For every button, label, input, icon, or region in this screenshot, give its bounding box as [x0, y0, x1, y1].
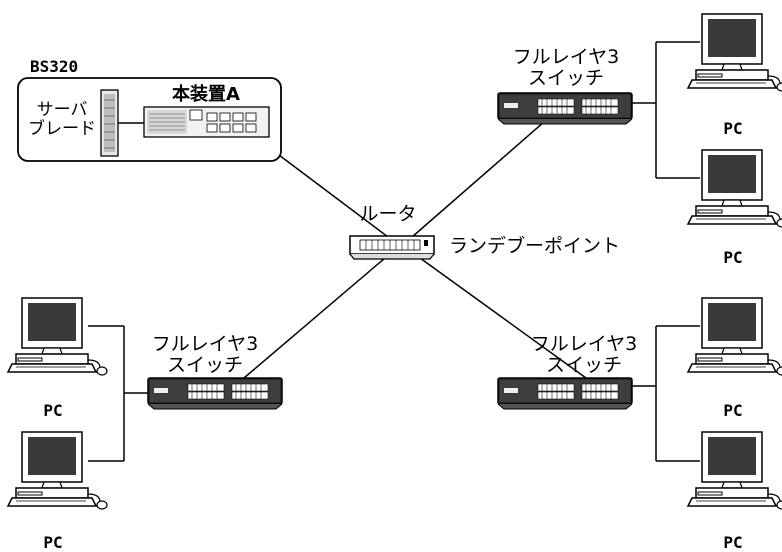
- pc-bottom-left-2-icon: [7, 431, 108, 510]
- router-label: ルータ: [359, 203, 417, 225]
- link-switch-tr-pcs: [632, 41, 700, 179]
- device-a-label: 本装置A: [172, 84, 240, 105]
- server-blade-icon: [100, 89, 119, 157]
- pc-bottom-left-1-icon: [7, 297, 108, 376]
- router-icon: [349, 235, 435, 260]
- pc-label: PC: [723, 533, 743, 552]
- network-device-icon: [143, 106, 270, 138]
- switch-bottom-right-label: フルレイヤ3 スイッチ: [530, 333, 638, 376]
- switch-bottom-left-label: フルレイヤ3 スイッチ: [151, 333, 259, 376]
- link-router-switch-topright: [411, 107, 561, 238]
- server-blade-label: サーバ ブレード: [28, 100, 96, 139]
- link-router-switch-bottomright: [419, 257, 587, 379]
- pc-bottom-right-1-icon: [687, 297, 782, 376]
- switch-bottom-right-icon: [497, 377, 633, 410]
- pc-label: PC: [43, 401, 63, 420]
- rendezvous-point-label: ランデブーポイント: [449, 235, 621, 257]
- pc-label: PC: [723, 248, 743, 267]
- switch-top-right-icon: [497, 92, 633, 125]
- pc-bottom-right-2-icon: [687, 431, 782, 510]
- bs320-label: BS320: [30, 57, 79, 76]
- link-switch-bl-pcs: [88, 325, 148, 462]
- link-switch-br-pcs: [632, 325, 700, 462]
- switch-top-right-label: フルレイヤ3 スイッチ: [512, 46, 620, 89]
- pc-label: PC: [43, 533, 63, 552]
- pc-top-right-2-icon: [687, 149, 782, 228]
- pc-label: PC: [723, 119, 743, 138]
- pc-top-right-1-icon: [687, 13, 782, 92]
- link-router-switch-bottomleft: [243, 257, 386, 379]
- connection-lines: [88, 41, 700, 462]
- pc-label: PC: [723, 401, 743, 420]
- switch-bottom-left-icon: [147, 377, 283, 410]
